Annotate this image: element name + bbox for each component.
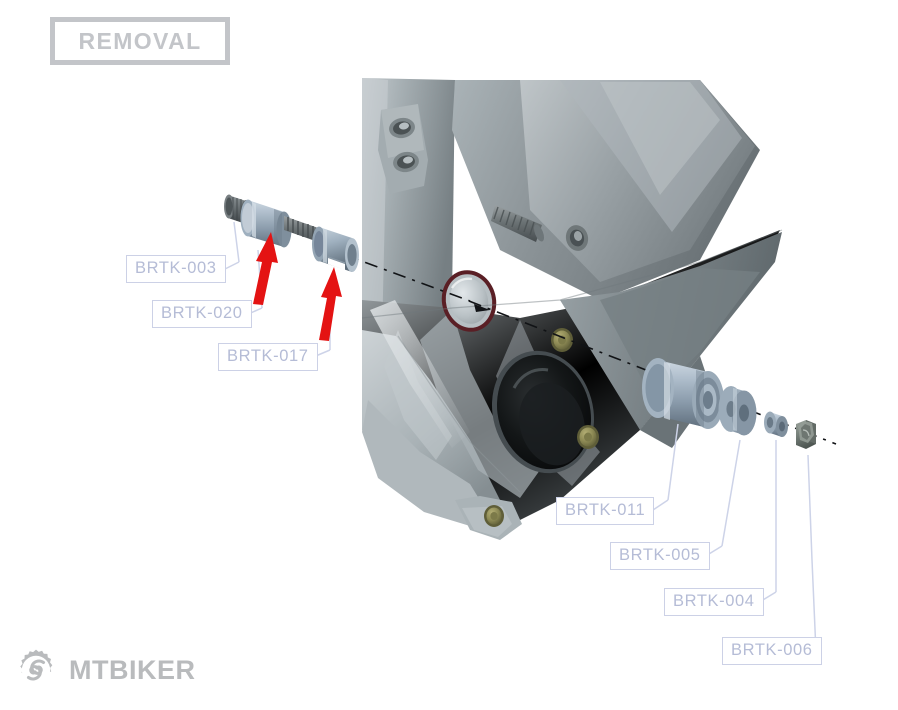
frame-body bbox=[361, 78, 783, 540]
part-spacer-sleeve bbox=[240, 199, 292, 248]
callout-label: BRTK-006 bbox=[731, 641, 813, 659]
centerline-axis bbox=[336, 251, 837, 445]
callout-brtk-011[interactable]: BRTK-011 bbox=[556, 497, 655, 525]
callout-brtk-003[interactable]: BRTK-003 bbox=[126, 255, 226, 283]
callout-label: BRTK-003 bbox=[135, 259, 217, 277]
arrow-2 bbox=[319, 267, 342, 341]
frame-threaded-stud bbox=[491, 205, 545, 242]
left-part-group bbox=[224, 194, 359, 272]
watermark: MTBIKER bbox=[14, 648, 196, 692]
action-arrows bbox=[253, 232, 342, 341]
callout-label: BRTK-005 bbox=[619, 546, 701, 564]
callout-brtk-020[interactable]: BRTK-020 bbox=[152, 300, 252, 328]
frame-bolt-boss bbox=[378, 104, 428, 194]
part-bushing-left bbox=[312, 226, 359, 272]
callout-brtk-005[interactable]: BRTK-005 bbox=[610, 542, 710, 570]
frame-brass-bolts bbox=[484, 328, 599, 527]
section-banner-label: REMOVAL bbox=[78, 27, 202, 54]
section-banner: REMOVAL bbox=[50, 17, 230, 65]
callout-label: BRTK-020 bbox=[161, 304, 243, 322]
callout-label: BRTK-011 bbox=[565, 501, 646, 519]
part-bearing-cup bbox=[642, 358, 724, 429]
part-small-spacer bbox=[764, 411, 788, 437]
part-washer bbox=[718, 386, 757, 436]
arrow-1 bbox=[253, 232, 278, 305]
callout-label: BRTK-004 bbox=[673, 592, 755, 610]
callout-brtk-017[interactable]: BRTK-017 bbox=[218, 343, 318, 371]
callout-brtk-004[interactable]: BRTK-004 bbox=[664, 588, 764, 616]
callout-label: BRTK-017 bbox=[227, 347, 309, 365]
watermark-brand: MTBIKER bbox=[69, 654, 196, 685]
callout-brtk-006[interactable]: BRTK-006 bbox=[722, 637, 822, 665]
right-part-group bbox=[642, 358, 816, 449]
part-hex-nut bbox=[796, 420, 816, 449]
cog-swirl-icon bbox=[20, 649, 53, 685]
